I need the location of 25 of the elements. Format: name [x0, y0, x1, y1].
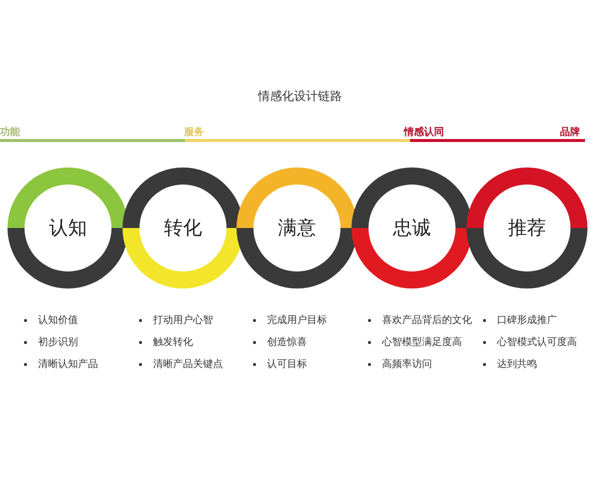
bar-label: 品牌	[560, 126, 580, 139]
bullet-item: 口碑形成推广	[497, 314, 557, 327]
bullet-item: 喜欢产品背后的文化	[382, 314, 472, 327]
diagram-title: 情感化设计链路	[256, 88, 343, 105]
bullet-item: 打动用户心智	[153, 314, 213, 327]
bar-label: 功能	[0, 126, 20, 139]
bullet-item: 认知价值	[38, 314, 78, 327]
stage-label: 推荐	[507, 216, 547, 241]
bullet-item: 心智模式认可度高	[497, 336, 577, 349]
stage-label: 转化	[163, 216, 203, 241]
stage-label: 忠诚	[392, 216, 432, 241]
bar-label: 情感认同	[404, 126, 444, 139]
bullet-item: 清晰产品关键点	[153, 358, 223, 371]
bullet-item: 触发转化	[153, 336, 193, 349]
bullet-item: 高频率访问	[382, 358, 432, 371]
bullet-item: 初步识别	[38, 336, 78, 349]
bullet-item: 清晰认知产品	[38, 358, 98, 371]
bullet-item: 达到共鸣	[497, 358, 537, 371]
bullet-item: 心智模型满足度高	[382, 336, 462, 349]
bullet-item: 认可目标	[267, 358, 307, 371]
stage-label: 满意	[277, 216, 317, 241]
bullet-item: 完成用户目标	[267, 314, 327, 327]
bullet-item: 创造惊喜	[267, 336, 307, 349]
bar-label: 服务	[184, 126, 204, 139]
stage-label: 认知	[48, 216, 88, 241]
